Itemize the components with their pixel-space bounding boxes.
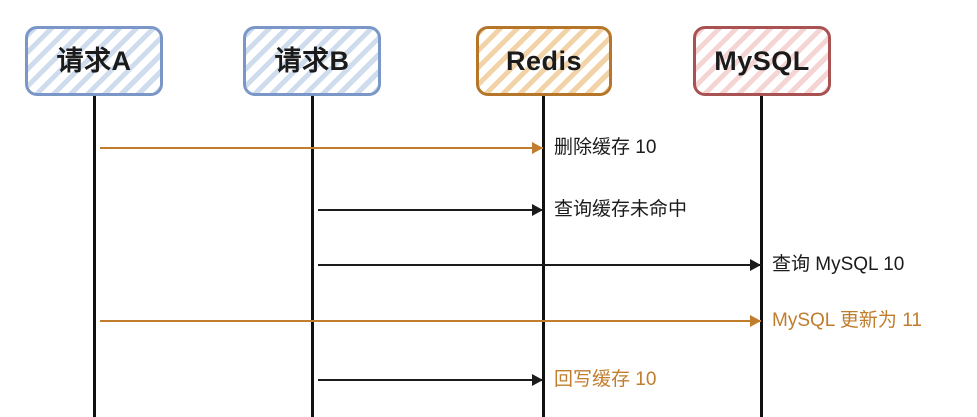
message-arrowhead-msg-3: [750, 259, 761, 271]
lifeline-request-a: [93, 96, 96, 417]
message-arrowhead-msg-4: [750, 315, 761, 327]
participant-label-redis: Redis: [505, 45, 583, 76]
message-arrowhead-msg-5: [532, 374, 543, 386]
message-label-msg-2: 查询缓存未命中: [554, 199, 688, 220]
participant-box-request-b[interactable]: 请求B: [243, 26, 381, 96]
participant-label-request-b: 请求B: [274, 45, 350, 76]
message-arrow-msg-5: [318, 379, 543, 381]
message-label-msg-4: MySQL 更新为 11: [772, 310, 922, 331]
message-arrow-msg-3: [318, 264, 761, 266]
message-arrowhead-msg-2: [532, 204, 543, 216]
message-label-msg-5: 回写缓存 10: [554, 369, 657, 390]
participant-label-request-a: 请求A: [56, 45, 132, 76]
lifeline-mysql: [760, 96, 763, 417]
participant-box-mysql[interactable]: MySQL: [693, 26, 831, 96]
lifeline-redis: [542, 96, 545, 417]
message-arrow-msg-4: [100, 320, 761, 322]
lifeline-request-b: [311, 96, 314, 417]
participant-box-request-a[interactable]: 请求A: [25, 26, 163, 96]
message-label-msg-1: 删除缓存 10: [554, 137, 657, 158]
message-arrow-msg-2: [318, 209, 543, 211]
message-arrow-msg-1: [100, 147, 543, 149]
message-label-msg-3: 查询 MySQL 10: [772, 254, 905, 275]
message-arrowhead-msg-1: [532, 142, 543, 154]
participant-box-redis[interactable]: Redis: [476, 26, 612, 96]
participant-label-mysql: MySQL: [714, 45, 810, 76]
